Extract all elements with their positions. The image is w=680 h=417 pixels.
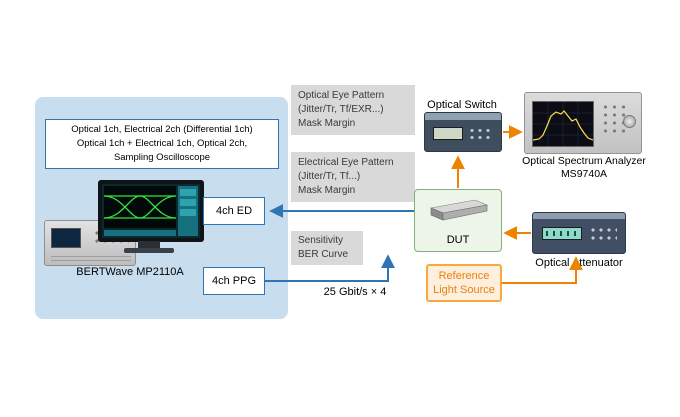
eye-diagram-screen — [102, 184, 200, 238]
spectrum-analyzer-screen — [532, 101, 594, 147]
bertwave-caption: BERTWave MP2110A — [76, 266, 184, 278]
config-line-1: Optical 1ch, Electrical 2ch (Differentia… — [71, 124, 253, 135]
config-line-2: Optical 1ch + Electrical 1ch, Optical 2c… — [76, 138, 248, 149]
note-sensitivity: Sensitivity BER Curve — [291, 231, 363, 265]
ppg-box: 4ch PPG — [203, 267, 265, 295]
optical-attenuator-digits — [546, 231, 578, 236]
dut-box: DUT — [414, 189, 502, 252]
spectrum-analyzer-knob — [623, 115, 636, 128]
dut-label: DUT — [446, 234, 470, 246]
optical-attenuator-image — [532, 212, 626, 254]
spectrum-analyzer-caption-line-1: Optical Spectrum Analyzer — [522, 155, 646, 167]
optical-switch-image — [424, 112, 502, 152]
note-electrical-line-3: Mask Margin — [298, 185, 356, 196]
reference-light-source-box: Reference Light Source — [426, 264, 502, 302]
note-sensitivity-line-2: BER Curve — [298, 249, 349, 260]
note-optical-line-3: Mask Margin — [298, 118, 356, 129]
config-line-3: Sampling Oscilloscope — [113, 152, 211, 163]
monitor-base — [124, 248, 174, 253]
optical-attenuator-caption: Optical Attenuator — [535, 257, 623, 269]
optical-attenuator-buttons — [589, 226, 617, 242]
optical-attenuator-display — [542, 227, 582, 240]
spectrum-trace — [532, 102, 594, 146]
optical-switch-label: Optical Switch — [427, 99, 497, 111]
optical-switch-buttons — [468, 127, 494, 141]
bitrate-label: 25 Gbit/s × 4 — [323, 286, 387, 298]
note-electrical-line-1: Electrical Eye Pattern — [298, 157, 394, 168]
bertwave-screen — [51, 228, 81, 248]
optical-switch-display — [433, 127, 463, 140]
spectrum-analyzer-image — [524, 92, 642, 154]
oscilloscope-monitor-image — [98, 180, 204, 242]
spectrum-analyzer-caption-line-2: MS9740A — [560, 168, 608, 180]
optical-attenuator-top-strip — [533, 213, 625, 219]
note-electrical-line-2: (Jitter/Tr, Tf...) — [298, 171, 361, 182]
reference-light-source-line-1: Reference — [438, 270, 490, 282]
spectrum-analyzer-caption: Optical Spectrum Analyzer MS9740A — [518, 155, 650, 181]
ed-box: 4ch ED — [203, 197, 265, 225]
optical-switch-top-strip — [425, 113, 501, 120]
dut-module-image — [429, 199, 489, 221]
config-description-box: Optical 1ch, Electrical 2ch (Differentia… — [45, 119, 279, 169]
reference-light-source-line-2: Light Source — [433, 284, 495, 296]
note-electrical-eye-pattern: Electrical Eye Pattern (Jitter/Tr, Tf...… — [291, 152, 415, 202]
note-optical-line-2: (Jitter/Tr, Tf/EXR...) — [298, 104, 384, 115]
note-optical-eye-pattern: Optical Eye Pattern (Jitter/Tr, Tf/EXR..… — [291, 85, 415, 135]
note-sensitivity-line-1: Sensitivity — [298, 235, 344, 246]
monitor-stand — [138, 241, 160, 248]
note-optical-line-1: Optical Eye Pattern — [298, 90, 385, 101]
bertwave-vents — [51, 253, 131, 261]
